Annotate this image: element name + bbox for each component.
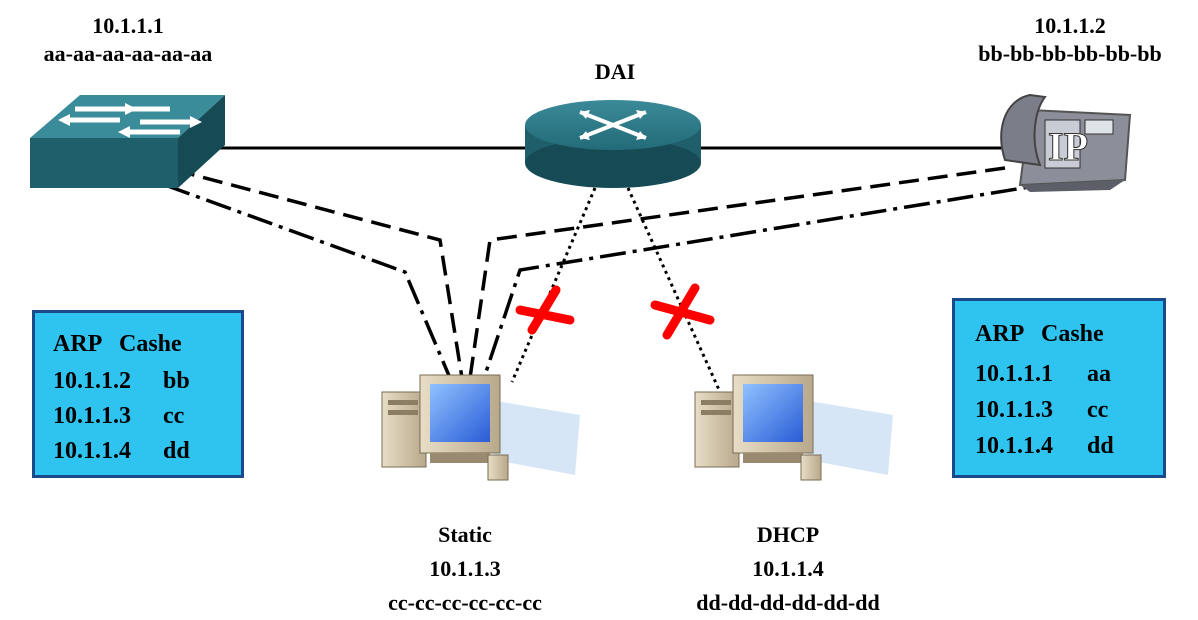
static-pc-label: Static 10.1.1.3 cc-cc-cc-cc-cc-cc [355,518,575,620]
phone-mac: bb-bb-bb-bb-bb-bb [978,40,1162,66]
arp-cache-right-title: ARP Cashe [975,321,1104,347]
router-icon[interactable] [525,100,701,188]
block-x-dhcp [650,283,715,340]
block-marks [515,283,715,340]
static-pc-mac: cc-cc-cc-cc-cc-cc [388,590,542,616]
phone-badge: IP [1048,124,1088,169]
dhcp-pc-ip: 10.1.1.4 [752,556,824,582]
block-x-static [515,285,575,335]
switch-label: 10.1.1.1 aa-aa-aa-aa-aa-aa [8,12,248,67]
phone-static-dashdot [482,180,1061,379]
static-pc-icon[interactable] [381,374,580,481]
router-dhcp-dotted [626,187,722,393]
dhcp-pc-label: DHCP 10.1.1.4 dd-dd-dd-dd-dd-dd [668,518,908,620]
switch-icon[interactable] [30,95,225,188]
phone-label: 10.1.1.2 bb-bb-bb-bb-bb-bb [950,12,1190,67]
router-static-dotted [510,187,597,383]
ip-phone-icon[interactable]: IP [1000,93,1132,192]
static-pc-ip: 10.1.1.3 [429,556,501,582]
dhcp-pc-type: DHCP [756,522,820,547]
switch-static-dashdot [164,183,452,379]
phone-static-dashed [468,166,1006,379]
router-name: DAI [594,59,636,84]
switch-static-dashed [174,168,464,379]
arp-cache-left-title: ARP Cashe [53,331,182,357]
links [164,146,1061,393]
router-label: DAI [560,58,670,86]
switch-ip: 10.1.1.1 [92,13,164,38]
phone-ip: 10.1.1.2 [1034,13,1106,38]
dhcp-pc-icon[interactable] [694,374,893,481]
static-pc-type: Static [438,522,492,547]
dhcp-pc-mac: dd-dd-dd-dd-dd-dd [696,590,880,616]
switch-mac: aa-aa-aa-aa-aa-aa [43,40,213,66]
